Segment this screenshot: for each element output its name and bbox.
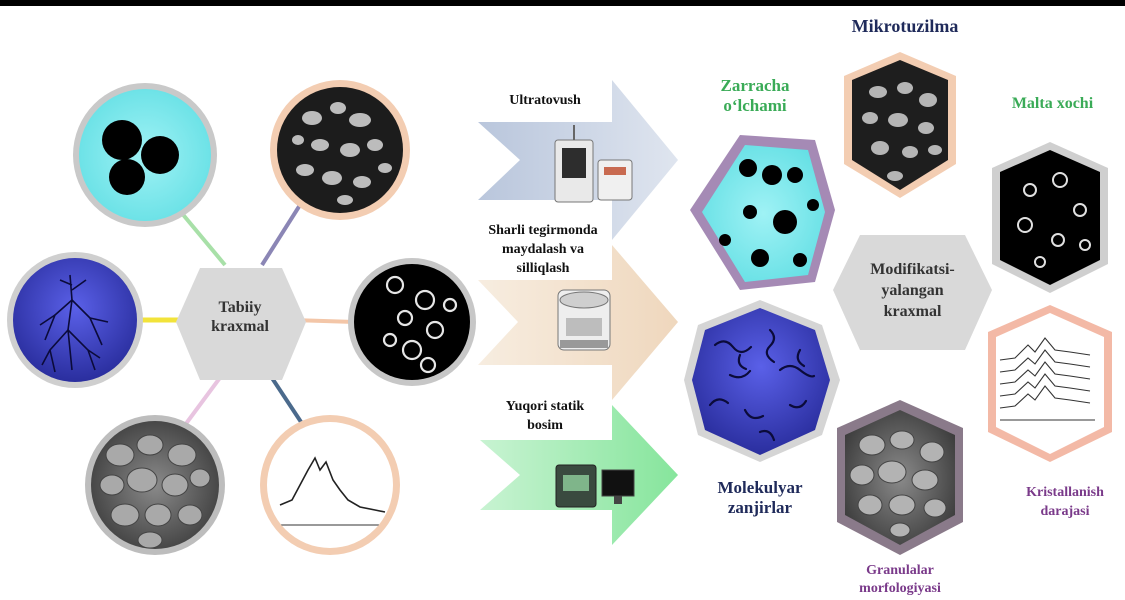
center-left-line2: kraxmal [211, 318, 269, 336]
microstructure-label: Mikrotuzilma [851, 16, 959, 36]
crystallinity-line2: darajasi [1040, 503, 1090, 519]
top-border [0, 0, 1125, 6]
particle-size-label: Zarracha o‘lchami [705, 76, 805, 117]
high-pressure-device-icon [555, 464, 635, 508]
method-pressure-label: Yuqori statik bosim [480, 398, 610, 436]
ball-mill-icon [557, 289, 611, 351]
center-right-line2: yalangan [881, 281, 944, 299]
method-ball-mill-line2: maydalash va [501, 241, 585, 257]
crystallinity-line1: Kristallanish [1026, 485, 1104, 500]
connector-line [183, 373, 224, 427]
center-right-line3: kraxmal [883, 302, 942, 320]
crystallinity-label: Kristallanish darajasi [1010, 484, 1120, 522]
connector-line [268, 373, 307, 430]
method-pressure-line1: Yuqori statik [505, 399, 585, 414]
center-right-line1: Modifikatsi- [870, 261, 955, 278]
granule-morphology-line1: Granulalar [866, 563, 934, 578]
center-left-line1: Tabiiy [218, 299, 262, 316]
microstructure-hexagon [844, 52, 956, 198]
maltese-cross-label: Malta xochi [1011, 95, 1094, 112]
branched-amylopectin-icon [7, 252, 143, 388]
method-pressure-line2: bosim [527, 417, 563, 433]
center-hexagon-right [833, 235, 992, 350]
sem-granules-icon [270, 80, 410, 220]
polyhedral-granules-icon [85, 415, 225, 555]
xrd-pattern-icon [260, 415, 400, 555]
method-ball-mill-line3: silliqlash [516, 260, 570, 276]
granule-morphology-hexagon [837, 400, 963, 555]
particle-size-line2: o‘lchami [723, 96, 787, 116]
ultrasonic-device-icon [554, 125, 633, 203]
method-ultrasonic-label: Ultratovush [480, 93, 610, 110]
center-right-label: Modifikatsi- yalangan kraxmal [850, 260, 975, 322]
particle-size-hexagon [690, 135, 835, 290]
granule-morphology-label: Granulalar morfologiyasi [845, 562, 955, 598]
method-ultrasonic-line1: Ultratovush [509, 93, 581, 108]
center-hexagon-left [176, 268, 306, 380]
method-ball-mill-label: Sharli tegirmonda maydalash va silliqlas… [468, 222, 618, 279]
molecular-chains-icon [684, 300, 840, 462]
molecular-chains-line1: Molekulyar [717, 478, 803, 497]
center-left-label: Tabiiy kraxmal [195, 298, 285, 336]
granule-morphology-line2: morfologiyasi [859, 581, 941, 597]
connector-line [260, 203, 302, 267]
maltese-cross-icon [348, 258, 476, 386]
particle-size-line1: Zarracha [720, 76, 790, 95]
round-granules-icon [73, 83, 217, 227]
crystallinity-xrd-icon [988, 305, 1112, 462]
maltese-cross-hexagon [992, 142, 1108, 293]
molecular-chains-line2: zanjirlar [727, 498, 793, 518]
molecular-chains-label: Molekulyar zanjirlar [705, 478, 815, 519]
method-ball-mill-line1: Sharli tegirmonda [488, 223, 598, 238]
